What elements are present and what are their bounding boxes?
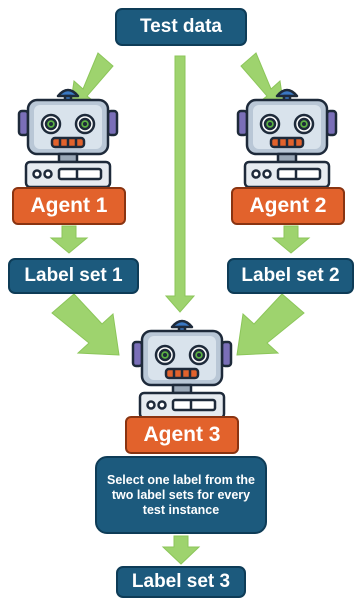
arrow-label1-to-agent3 — [51, 293, 120, 356]
label-set3-text: Label set 3 — [131, 571, 231, 592]
agent1-box: Agent 1 — [12, 187, 126, 225]
test-data-box: Test data — [115, 8, 247, 46]
agent2-box: Agent 2 — [231, 187, 345, 225]
test-data-label: Test data — [139, 16, 222, 37]
arrow-agent1-to-label1 — [49, 225, 89, 254]
label-set2-text: Label set 2 — [241, 265, 340, 286]
robot-icon-agent1 — [17, 88, 119, 189]
selector-instruction-box: Select one label from the two label sets… — [95, 456, 267, 534]
arrow-test-to-agent3 — [164, 55, 196, 313]
arrow-selector-to-label3 — [161, 535, 201, 565]
label-set3-box: Label set 3 — [116, 566, 246, 598]
arrow-label2-to-agent3 — [236, 293, 305, 356]
label-set2-box: Label set 2 — [227, 258, 354, 294]
robot-icon-agent2 — [236, 88, 338, 189]
robot-icon-agent3 — [131, 319, 233, 420]
agent3-label: Agent 3 — [143, 423, 221, 446]
agent2-label: Agent 2 — [249, 194, 327, 217]
agent1-label: Agent 1 — [30, 194, 108, 217]
arrow-agent2-to-label2 — [271, 225, 311, 254]
agent3-box: Agent 3 — [125, 416, 239, 454]
label-set1-text: Label set 1 — [24, 265, 123, 286]
selector-instruction-text: Select one label from the two label sets… — [107, 472, 255, 517]
label-set1-box: Label set 1 — [8, 258, 139, 294]
